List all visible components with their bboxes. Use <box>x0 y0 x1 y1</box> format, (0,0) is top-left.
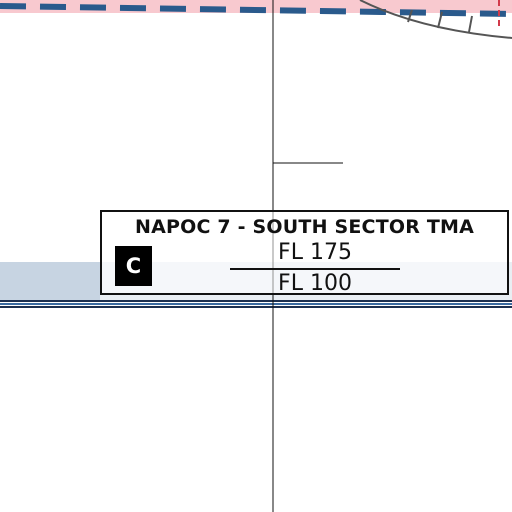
arc-tick <box>468 15 473 33</box>
airspace-title: NAPOC 7 - SOUTH SECTOR TMA <box>134 216 475 238</box>
airspace-class-badge: C <box>115 246 152 286</box>
arc-tick <box>437 11 443 29</box>
limit-divider-line <box>230 268 400 270</box>
airspace-label-box: NAPOC 7 - SOUTH SECTOR TMA C FL 175 FL 1… <box>100 210 509 296</box>
arc-tick <box>407 9 413 23</box>
sector-arc <box>359 0 512 39</box>
lower-limit-label: FL 100 <box>278 271 352 296</box>
upper-limit-label: FL 175 <box>278 240 352 265</box>
dashed-boundary-line <box>0 3 512 17</box>
